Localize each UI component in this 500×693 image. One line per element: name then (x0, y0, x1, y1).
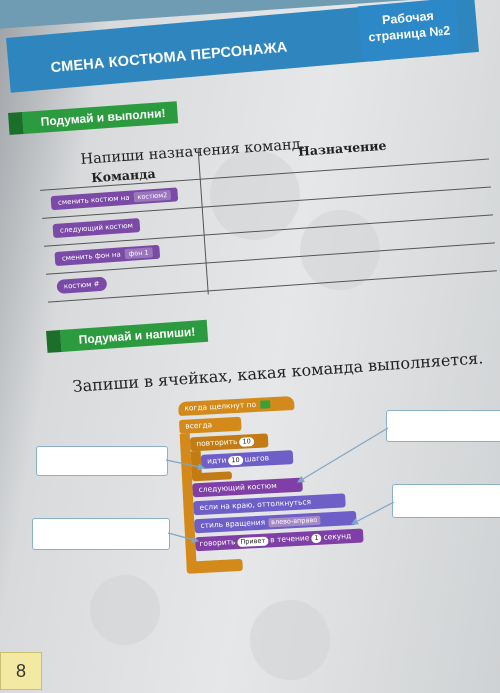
arrow-to-move (165, 459, 206, 471)
page-number: 8 (0, 652, 42, 690)
answer-box-right-top[interactable] (386, 410, 500, 442)
arrow-to-next-costume (296, 427, 389, 483)
answer-box-left-bottom[interactable] (32, 518, 170, 550)
background-decoration (250, 600, 330, 680)
answer-box-left-top[interactable] (36, 446, 168, 476)
answer-box-right-bottom[interactable] (392, 484, 500, 518)
background-decoration (90, 575, 160, 645)
arrow-to-rotation (350, 501, 395, 525)
background-decoration (210, 150, 300, 240)
arrow-to-say (167, 532, 200, 543)
